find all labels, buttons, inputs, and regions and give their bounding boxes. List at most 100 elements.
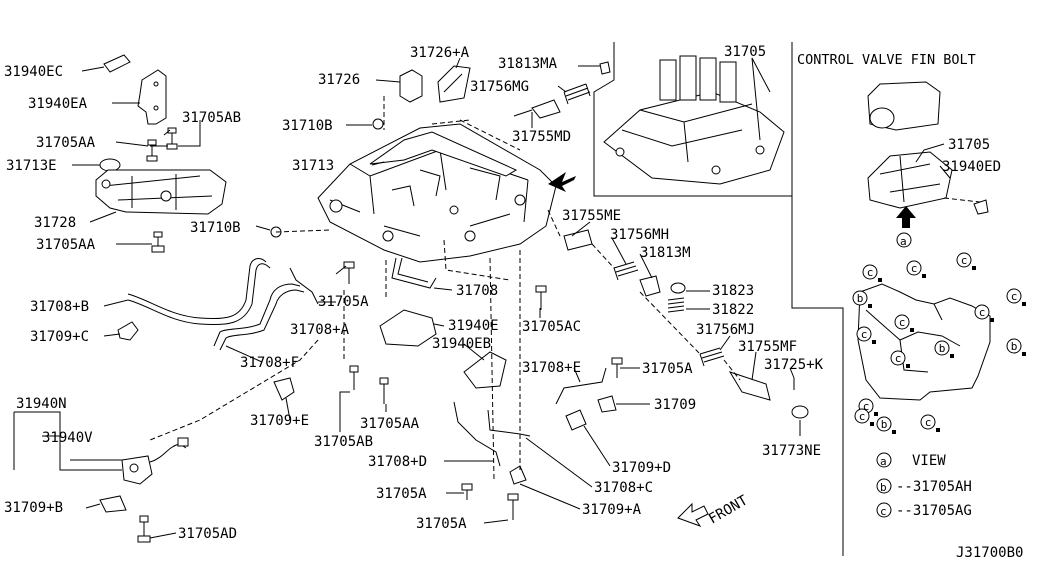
- label-31940e[interactable]: 31940E: [448, 318, 499, 334]
- spring-31756mh-part[interactable]: [613, 261, 639, 281]
- bolt-31705aa-mid-part[interactable]: [379, 377, 389, 404]
- label-31709b[interactable]: 31709+B: [4, 500, 63, 516]
- label-31705ab-upper[interactable]: 31705AB: [182, 110, 241, 126]
- label-31705aa-upper[interactable]: 31705AA: [36, 135, 96, 151]
- label-31709[interactable]: 31709: [654, 397, 696, 413]
- label-31940ec[interactable]: 31940EC: [4, 64, 63, 80]
- label-31705ad[interactable]: 31705AD: [178, 526, 237, 542]
- label-31713e[interactable]: 31713E: [6, 158, 57, 174]
- clip-31709b-part[interactable]: [99, 495, 127, 513]
- seal-31713e-part[interactable]: [99, 158, 121, 172]
- view-marker-letter: a: [900, 235, 907, 248]
- spring-31822-part[interactable]: [667, 297, 685, 313]
- bolt-31705ab-lower-part[interactable]: [349, 365, 359, 390]
- label-31755md[interactable]: 31755MD: [512, 129, 571, 145]
- label-31773ne[interactable]: 31773NE: [762, 443, 821, 459]
- spring-31756mg-part[interactable]: [563, 83, 591, 105]
- label-31726[interactable]: 31726: [318, 72, 360, 88]
- label-31705aa-mid[interactable]: 31705AA: [360, 416, 420, 432]
- clip-31940ec-part[interactable]: [103, 54, 131, 73]
- clip-31709d-part[interactable]: [565, 409, 587, 431]
- bolt-31705ad-part[interactable]: [137, 515, 151, 543]
- label-31940eb[interactable]: 31940EB: [432, 336, 491, 352]
- bracket-31940e-part[interactable]: [379, 309, 437, 347]
- label-31708c[interactable]: 31708+C: [594, 480, 653, 496]
- pipe-31708e-part[interactable]: [555, 367, 607, 405]
- clip-31709c-part[interactable]: [117, 321, 139, 341]
- label-31709a[interactable]: 31709+A: [582, 502, 642, 518]
- label-31713[interactable]: 31713: [292, 158, 334, 174]
- pipe-31708f-part[interactable]: [213, 283, 301, 347]
- washer-31710b-upper-part[interactable]: [372, 118, 384, 130]
- plug-31726-part[interactable]: [399, 69, 423, 103]
- bolt-31705aa-lower-part[interactable]: [151, 231, 165, 253]
- control-valve-assembly-31705[interactable]: [603, 55, 785, 185]
- clip-31709e-part[interactable]: [273, 377, 295, 401]
- bolt-31705a-right-part[interactable]: [611, 357, 623, 378]
- pipe-31708b-part[interactable]: [127, 258, 267, 320]
- valve-31755md-part[interactable]: [531, 99, 561, 119]
- bolt-31705a-bottom-part[interactable]: [507, 493, 519, 520]
- label-31755me[interactable]: 31755ME: [562, 208, 621, 224]
- plug-31813m-part[interactable]: [639, 275, 661, 297]
- inset-label-31705[interactable]: 31705: [948, 137, 990, 153]
- pipe-31708d-part[interactable]: [453, 401, 501, 467]
- label-31708[interactable]: 31708: [456, 283, 498, 299]
- label-31710b-lower[interactable]: 31710B: [190, 220, 241, 236]
- label-31705-assembly[interactable]: 31705: [724, 44, 766, 60]
- label-31813m[interactable]: 31813M: [640, 245, 691, 261]
- plug-31773ne-part[interactable]: [791, 405, 809, 419]
- label-31705a-lower[interactable]: 31705A: [376, 486, 427, 502]
- valve-body-channels: [329, 167, 511, 237]
- bolt-31705aa-upper-part[interactable]: [146, 139, 158, 162]
- label-31823[interactable]: 31823: [712, 283, 754, 299]
- label-31756mh[interactable]: 31756MH: [610, 227, 669, 243]
- label-31709e[interactable]: 31709+E: [250, 413, 309, 429]
- label-31708d[interactable]: 31708+D: [368, 454, 427, 470]
- label-31709c[interactable]: 31709+C: [30, 329, 89, 345]
- label-31708a[interactable]: 31708+A: [290, 322, 350, 338]
- clip-31709a-part[interactable]: [509, 465, 527, 485]
- label-31755mf[interactable]: 31755MF: [738, 339, 797, 355]
- clip-31813ma-part[interactable]: [599, 61, 611, 75]
- label-31940ea[interactable]: 31940EA: [28, 96, 88, 112]
- label-31940v[interactable]: 31940V: [42, 430, 93, 446]
- label-31726a[interactable]: 31726+A: [410, 45, 470, 61]
- label-31708b[interactable]: 31708+B: [30, 299, 89, 315]
- label-31705aa-lower[interactable]: 31705AA: [36, 237, 96, 253]
- pipe-31708a-part[interactable]: [289, 267, 319, 305]
- bolt-31705a-upper-part[interactable]: [343, 261, 355, 284]
- label-31705ac[interactable]: 31705AC: [522, 319, 581, 335]
- label-31756mj[interactable]: 31756MJ: [696, 322, 755, 338]
- spring-31756mj-part[interactable]: [699, 347, 725, 367]
- label-31813ma[interactable]: 31813MA: [498, 56, 558, 72]
- inset-valve-body[interactable]: [867, 151, 953, 209]
- clip-31709-part[interactable]: [597, 395, 617, 413]
- label-31705a-upper[interactable]: 31705A: [318, 294, 369, 310]
- valve-31755mf-part[interactable]: [728, 371, 771, 401]
- label-31705a-right[interactable]: 31705A: [642, 361, 693, 377]
- label-31708e[interactable]: 31708+E: [522, 360, 581, 376]
- valve-31755me-part[interactable]: [563, 229, 593, 251]
- label-31705ab-lower[interactable]: 31705AB: [314, 434, 373, 450]
- label-31725k[interactable]: 31725+K: [764, 357, 824, 373]
- label-31705a-bottom[interactable]: 31705A: [416, 516, 467, 532]
- label-31728[interactable]: 31728: [34, 215, 76, 231]
- plug-31823-part[interactable]: [670, 282, 686, 294]
- label-31708f[interactable]: 31708+F: [240, 355, 299, 371]
- strainer-31728-part[interactable]: [95, 169, 227, 215]
- inset-label-31940ed[interactable]: 31940ED: [942, 159, 1001, 175]
- label-31756mg[interactable]: 31756MG: [470, 79, 529, 95]
- label-31940n[interactable]: 31940N: [16, 396, 67, 412]
- pipe-31708-part[interactable]: [391, 257, 437, 289]
- bolt-31705ac-part[interactable]: [535, 285, 547, 310]
- bolt-31705a-lower-part[interactable]: [461, 483, 473, 500]
- plug-31726a-part[interactable]: [437, 65, 471, 103]
- label-31709d[interactable]: 31709+D: [612, 460, 671, 476]
- pipe-31708c-part[interactable]: [487, 409, 531, 437]
- legend-marker-a: [876, 452, 892, 468]
- label-31822[interactable]: 31822: [712, 302, 754, 318]
- bracket-31940ea-part[interactable]: [137, 69, 167, 125]
- label-31710b-upper[interactable]: 31710B: [282, 118, 333, 134]
- bracket-31940eb-part[interactable]: [463, 351, 507, 389]
